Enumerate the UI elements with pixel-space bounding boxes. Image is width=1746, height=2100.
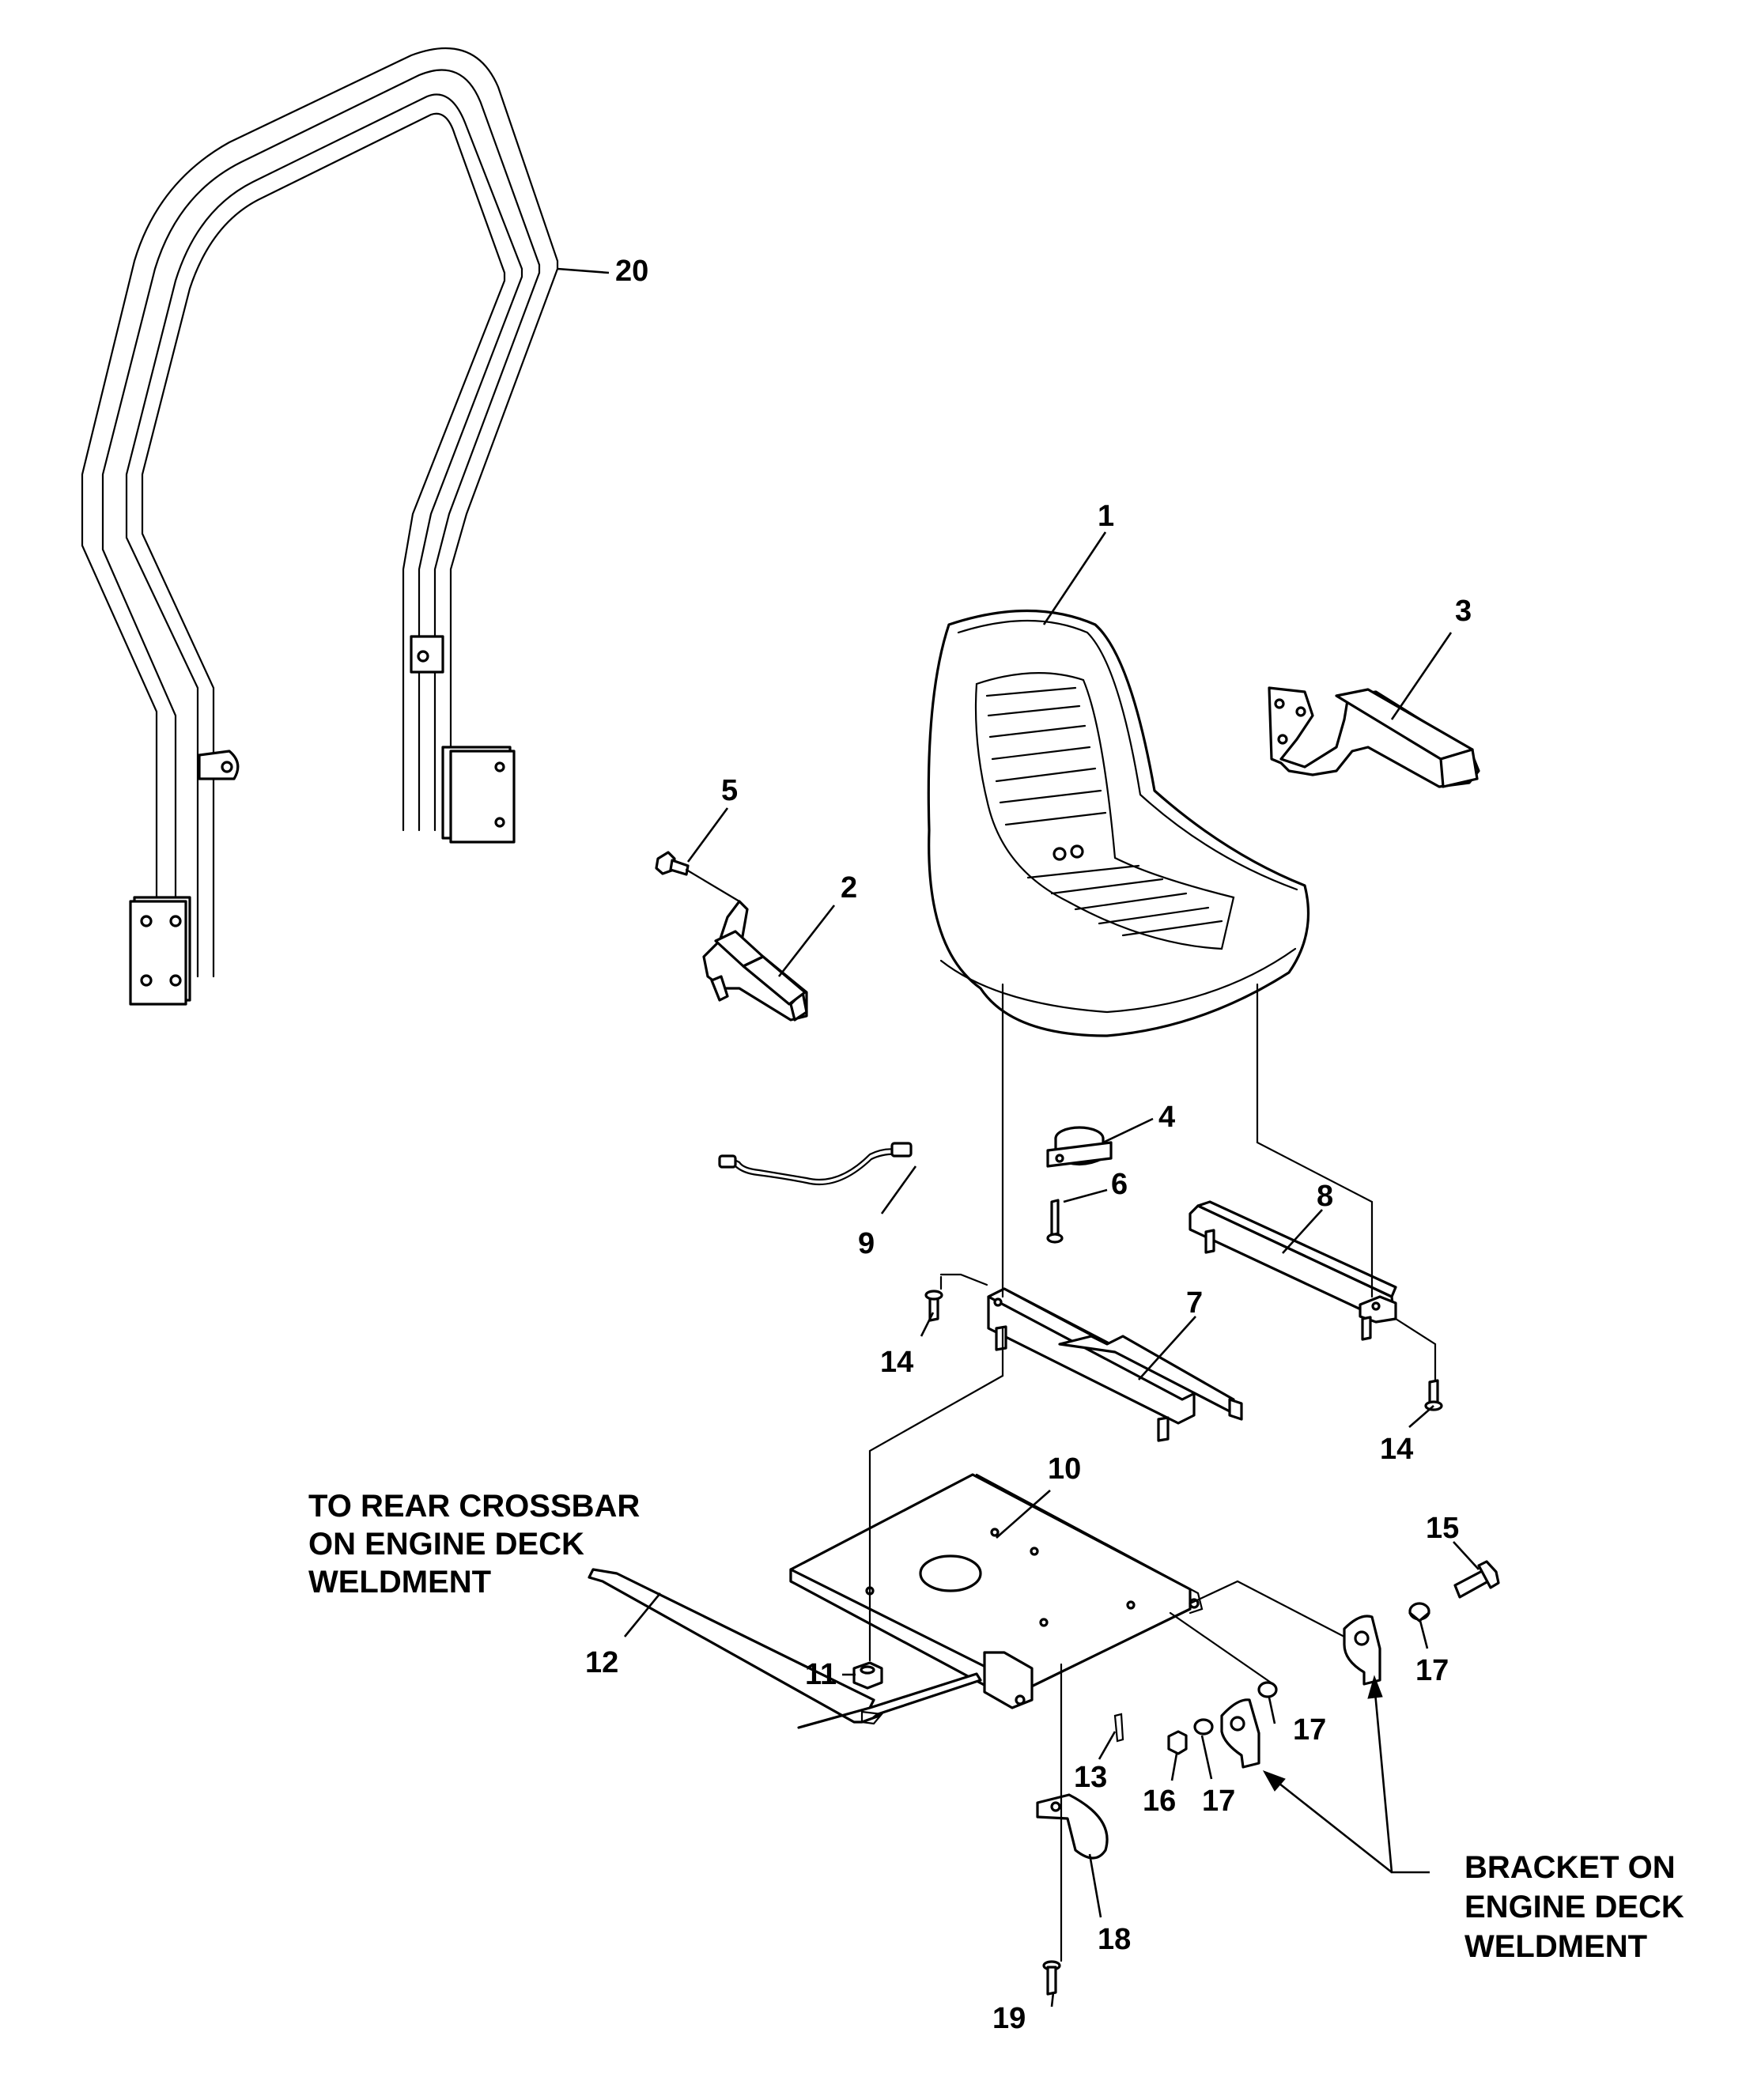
callout-17-right: 17 [1415, 1654, 1449, 1687]
seat-plate [789, 1473, 1204, 1709]
callout-7: 7 [1186, 1286, 1203, 1320]
callout-3: 3 [1455, 595, 1472, 628]
deck-bracket-left [1220, 1698, 1260, 1769]
callout-13: 13 [1074, 1761, 1107, 1794]
callout-19: 19 [992, 2002, 1026, 2035]
bolt-5 [655, 851, 741, 903]
callout-15: 15 [1426, 1512, 1459, 1545]
callout-1: 1 [1098, 500, 1114, 533]
seat-switch [1046, 1126, 1113, 1168]
callout-8: 8 [1317, 1180, 1333, 1213]
callout-5: 5 [721, 774, 738, 807]
left-armrest [702, 900, 808, 1022]
note-rear-crossbar-line-1: TO REAR CROSSBAR [308, 1489, 640, 1524]
seat-rail-right [1189, 1200, 1397, 1341]
callout-16: 16 [1143, 1785, 1176, 1818]
callout-17-left: 17 [1202, 1785, 1235, 1818]
callout-18: 18 [1098, 1923, 1131, 1956]
seat [927, 609, 1310, 1037]
callout-14-left: 14 [880, 1346, 913, 1379]
note-bracket-line-2: ENGINE DECK [1464, 1890, 1684, 1924]
callout-9: 9 [858, 1227, 875, 1260]
cotter-13 [1113, 1713, 1124, 1743]
bolt-15 [1453, 1560, 1500, 1599]
callout-17-mid: 17 [1293, 1713, 1326, 1747]
note-bracket-line-1: BRACKET ON [1464, 1850, 1676, 1885]
wire-harness [718, 1142, 913, 1186]
leader-lines [557, 267, 1480, 2007]
assembly-lines [868, 983, 1437, 1962]
seat-rail-left [987, 1287, 1243, 1442]
clamp-18 [1036, 1793, 1109, 1860]
screw-19 [1042, 1960, 1061, 1996]
right-armrest [1268, 686, 1480, 788]
spacer-17-a [1408, 1602, 1430, 1622]
note-bracket-line-3: WELDMENT [1464, 1929, 1647, 1964]
roll-bar [81, 47, 559, 1006]
deck-bracket-right [1343, 1615, 1381, 1686]
spacer-17-c [1193, 1718, 1214, 1736]
screw-6 [1046, 1199, 1064, 1244]
callout-10: 10 [1048, 1452, 1081, 1486]
support-rod [588, 1568, 982, 1729]
callout-14-right: 14 [1380, 1433, 1413, 1466]
callout-6: 6 [1111, 1168, 1128, 1201]
nut-16 [1167, 1730, 1188, 1755]
nut-11 [852, 1661, 883, 1690]
note-bracket: BRACKET ON ENGINE DECK WELDMENT [1464, 1850, 1684, 1964]
callout-labels: 1 2 3 4 5 6 7 8 9 10 11 12 13 14 14 15 1… [585, 255, 1472, 2035]
callout-20: 20 [615, 255, 648, 288]
note-rear-crossbar-line-3: WELDMENT [308, 1565, 491, 1600]
callout-2: 2 [841, 871, 857, 905]
callout-11: 11 [805, 1658, 837, 1691]
bolt-14-right [1424, 1379, 1443, 1411]
note-rear-crossbar-line-2: ON ENGINE DECK [308, 1527, 584, 1562]
callout-12: 12 [585, 1646, 618, 1679]
spacer-17-b [1257, 1681, 1278, 1698]
bolt-14-left [924, 1290, 943, 1322]
note-rear-crossbar: TO REAR CROSSBAR ON ENGINE DECK WELDMENT [308, 1489, 640, 1600]
callout-4: 4 [1158, 1101, 1175, 1134]
